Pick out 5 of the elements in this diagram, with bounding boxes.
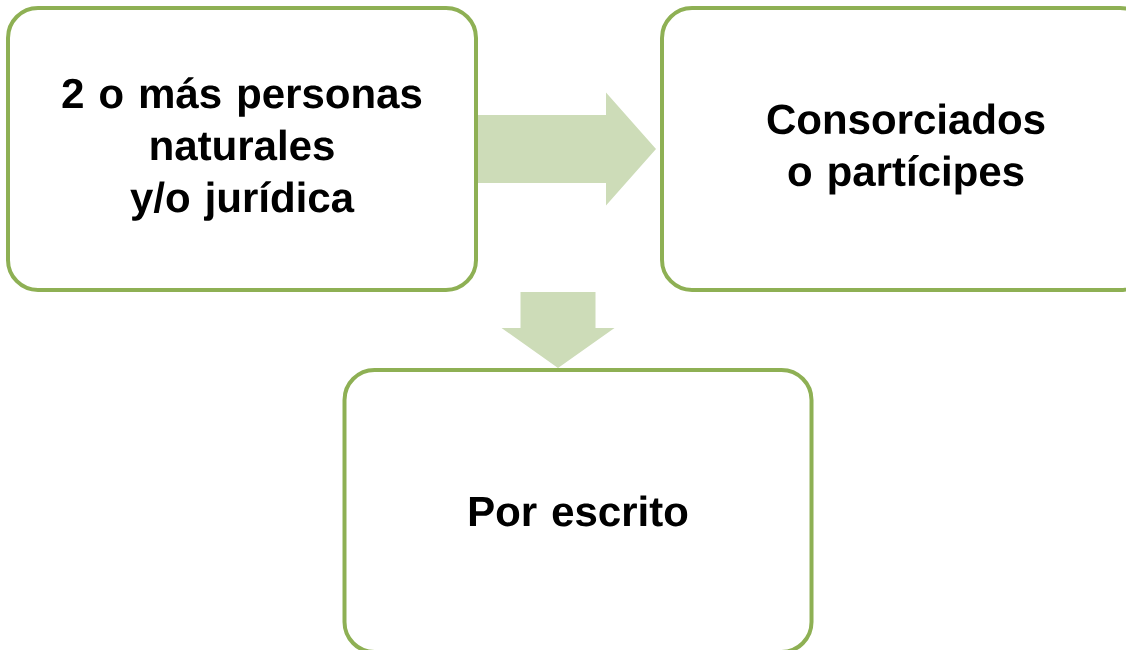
process-box: 2 o más personas naturales y/o jurídica bbox=[6, 6, 478, 292]
process-box: Consorciados o partícipes bbox=[660, 6, 1126, 292]
block-arrow bbox=[478, 92, 656, 206]
block-arrow bbox=[501, 292, 615, 368]
process-box: Por escrito bbox=[342, 368, 814, 650]
